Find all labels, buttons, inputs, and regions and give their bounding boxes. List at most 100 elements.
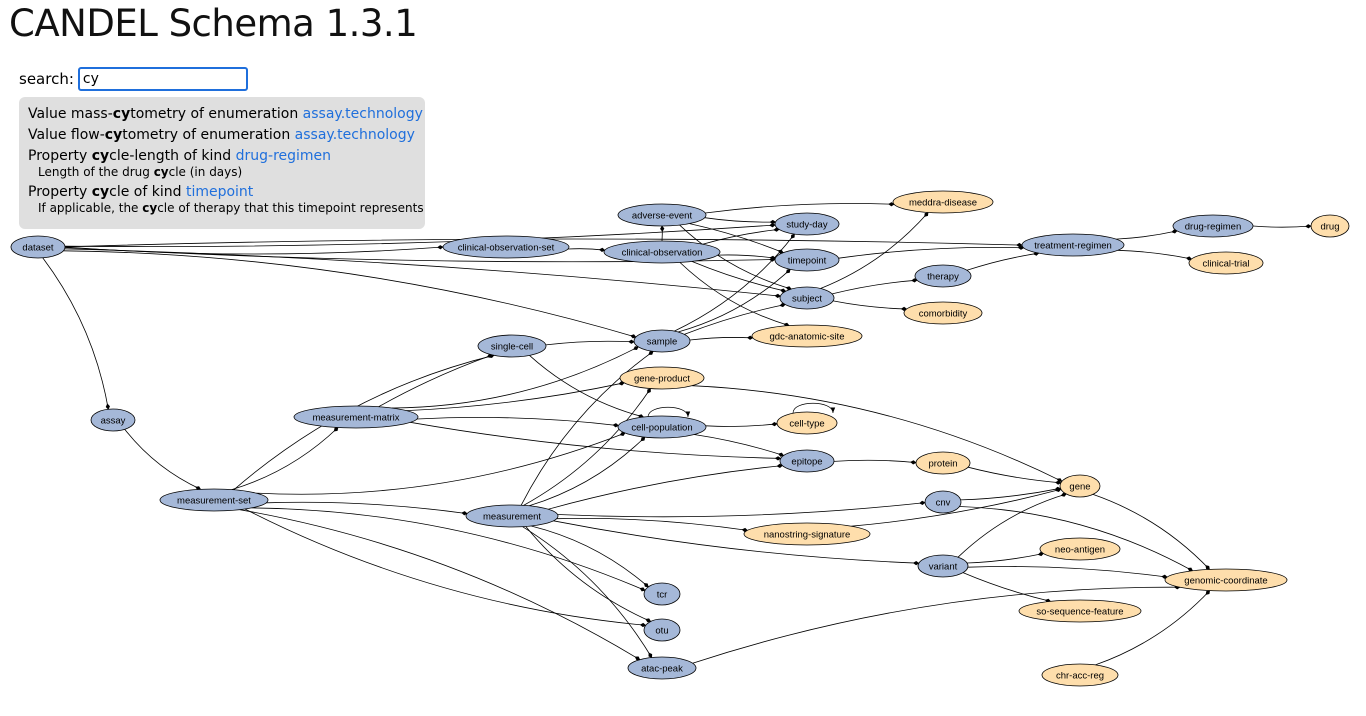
node-shape	[917, 554, 969, 578]
node-study-day[interactable]: study-day	[774, 212, 840, 236]
suggestion-title: Value mass-cytometry of enumeration assa…	[28, 105, 423, 123]
node-shape	[903, 301, 983, 325]
node-clinical-observation-set[interactable]: clinical-observation-set	[442, 235, 570, 259]
node-sample[interactable]: sample	[633, 329, 691, 353]
edge-assay-measurement-set	[124, 429, 202, 491]
suggestion-match: cy	[91, 184, 110, 200]
node-label: clinical-observation	[622, 247, 703, 258]
edge-measurement-set-otu	[244, 508, 647, 628]
node-timepoint[interactable]: timepoint	[774, 248, 840, 272]
suggestion-item[interactable]: Value flow-cytometry of enumeration assa…	[28, 126, 416, 144]
node-label: assay	[101, 415, 126, 426]
node-shape	[751, 324, 863, 348]
node-dataset[interactable]: dataset	[10, 235, 66, 259]
node-drug[interactable]: drug	[1310, 214, 1350, 238]
node-shape	[617, 415, 707, 439]
node-genomic-coordinate[interactable]: genomic-coordinate	[1164, 568, 1288, 592]
search-input[interactable]	[77, 67, 248, 91]
node-measurement[interactable]: measurement	[465, 504, 559, 528]
node-label: comorbidity	[919, 308, 968, 319]
edge-clinical-observation-gdc-anatomic-site	[679, 262, 790, 327]
edge-measurement-nanostring-signature	[556, 518, 749, 533]
node-shape	[159, 488, 269, 512]
node-shape	[1059, 474, 1101, 498]
edge-subject-meddra-disease	[820, 212, 929, 289]
node-shape	[774, 248, 840, 272]
node-otu[interactable]: otu	[643, 618, 681, 642]
node-shape	[633, 329, 691, 353]
suggestion-link[interactable]: assay.technology	[302, 106, 423, 122]
suggestion-description: If applicable, the cycle of therapy that…	[28, 201, 424, 216]
node-label: variant	[929, 561, 958, 572]
node-measurement-set[interactable]: measurement-set	[159, 488, 269, 512]
node-measurement-matrix[interactable]: measurement-matrix	[293, 405, 419, 429]
node-label: therapy	[927, 271, 959, 282]
description-text: cle of therapy that this timepoint repre…	[157, 201, 424, 215]
edge-clinical-observation-study-day	[702, 227, 780, 245]
node-treatment-regimen[interactable]: treatment-regimen	[1021, 233, 1125, 257]
node-neo-antigen[interactable]: neo-antigen	[1039, 537, 1121, 561]
node-single-cell[interactable]: single-cell	[477, 334, 547, 358]
suggestion-link[interactable]: timepoint	[185, 184, 254, 200]
edge-gene-product-gene	[691, 385, 1063, 483]
suggestion-rest: tometry of enumeration	[130, 106, 303, 122]
edge-measurement-gene-product	[523, 388, 651, 506]
node-label: measurement-set	[177, 495, 251, 506]
node-label: clinical-trial	[1203, 258, 1250, 269]
edge-dataset-sample	[63, 250, 637, 339]
edge-single-cell-sample	[545, 339, 635, 346]
node-adverse-event[interactable]: adverse-event	[617, 203, 707, 227]
suggestion-link[interactable]: assay.technology	[294, 127, 415, 143]
edge-treatment-regimen-drug-regimen	[1116, 229, 1178, 240]
node-comorbidity[interactable]: comorbidity	[903, 301, 983, 325]
node-label: timepoint	[788, 255, 827, 266]
node-shape	[915, 451, 971, 475]
node-meddra-disease[interactable]: meddra-disease	[892, 190, 994, 214]
edge-measurement-matrix-cell-population	[416, 417, 619, 428]
node-cell-population[interactable]: cell-population	[617, 415, 707, 439]
node-protein[interactable]: protein	[915, 451, 971, 475]
edge-measurement-matrix-single-cell	[378, 353, 493, 408]
node-label: gdc-anatomic-site	[770, 331, 845, 342]
edge-nanostring-signature-gene	[851, 487, 1062, 527]
node-shape	[779, 286, 835, 310]
node-nanostring-signature[interactable]: nanostring-signature	[743, 522, 871, 546]
node-drug-regimen[interactable]: drug-regimen	[1172, 214, 1254, 238]
edge-variant-so-sequence-feature	[962, 572, 1052, 603]
node-variant[interactable]: variant	[917, 554, 969, 578]
suggestion-item[interactable]: Value mass-cytometry of enumeration assa…	[28, 105, 423, 123]
suggestion-title: Value flow-cytometry of enumeration assa…	[28, 126, 416, 144]
node-gdc-anatomic-site[interactable]: gdc-anatomic-site	[751, 324, 863, 348]
node-assay[interactable]: assay	[90, 408, 136, 432]
edge-measurement-atac-peak	[522, 526, 653, 658]
node-label: measurement	[483, 511, 541, 522]
node-subject[interactable]: subject	[779, 286, 835, 310]
suggestion-prefix: Property	[28, 184, 92, 200]
node-epitope[interactable]: epitope	[779, 449, 835, 473]
edge-sample-timepoint	[677, 269, 791, 333]
node-gene[interactable]: gene	[1059, 474, 1101, 498]
node-so-sequence-feature[interactable]: so-sequence-feature	[1018, 599, 1142, 623]
suggestion-match: cy	[112, 106, 131, 122]
node-cnv[interactable]: cnv	[924, 490, 962, 514]
edge-epitope-protein	[833, 459, 917, 465]
node-therapy[interactable]: therapy	[914, 264, 972, 288]
description-match: cy	[153, 165, 169, 179]
node-label: cnv	[936, 497, 951, 508]
page-title: CANDEL Schema 1.3.1	[9, 2, 418, 45]
edge-measurement-set-measurement-matrix	[231, 427, 339, 490]
node-gene-product[interactable]: gene-product	[619, 366, 705, 390]
node-shape	[603, 240, 721, 264]
node-chr-acc-reg[interactable]: chr-acc-reg	[1041, 663, 1119, 687]
node-clinical-observation[interactable]: clinical-observation	[603, 240, 721, 264]
node-tcr[interactable]: tcr	[643, 582, 681, 606]
node-atac-peak[interactable]: atac-peak	[627, 656, 697, 680]
node-clinical-trial[interactable]: clinical-trial	[1188, 251, 1264, 275]
edge-drug-regimen-drug	[1252, 224, 1312, 229]
edge-clinical-observation-set-clinical-observation	[567, 247, 606, 253]
node-cell-type[interactable]: cell-type	[776, 411, 838, 435]
suggestion-link[interactable]: drug-regimen	[235, 148, 332, 164]
suggestion-item[interactable]: Property cycle-length of kind drug-regim…	[28, 147, 416, 180]
